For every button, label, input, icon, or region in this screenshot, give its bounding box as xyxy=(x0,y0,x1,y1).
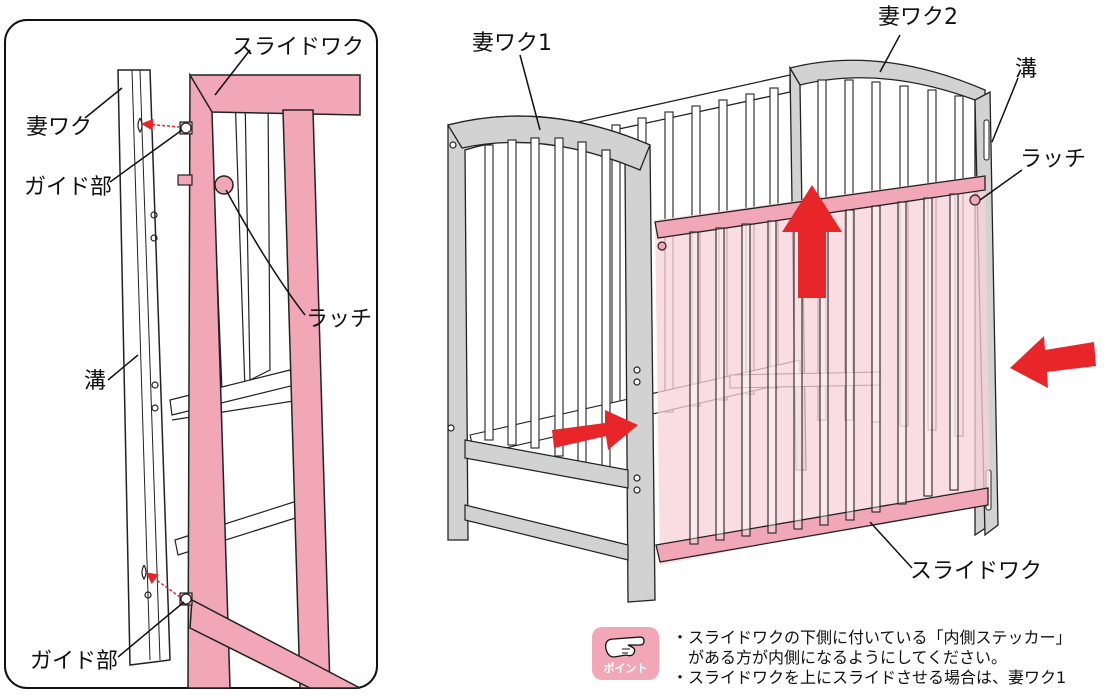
inner-slat-2 xyxy=(244,94,271,381)
detail-panel xyxy=(4,19,378,689)
latch-knob-crib xyxy=(969,194,981,206)
leader-latch-left xyxy=(225,189,306,316)
leader-groove-right xyxy=(991,77,1019,143)
pointing-hand-icon xyxy=(605,636,645,658)
slide-frame-post xyxy=(187,72,231,689)
point-badge: ポイント xyxy=(592,627,659,680)
label-guide-top: ガイド部 xyxy=(24,175,113,200)
push-arrow-right xyxy=(1010,336,1096,388)
guide-arrow-top xyxy=(141,118,181,131)
crib-illustration xyxy=(446,34,1096,603)
note-bullet2-line1: ・スライドワクを上にスライドさせる場合は、妻ワク1 xyxy=(672,668,1067,687)
groove-slot-upper xyxy=(983,119,990,161)
leader-end-frame-1 xyxy=(519,54,541,131)
leader-end-frame xyxy=(84,87,123,119)
label-slide-frame-top: スライドワク xyxy=(232,35,365,60)
label-slide-frame-bottom: スライドワク xyxy=(910,559,1043,584)
note-bullet1-line1: ・スライドワクの下側に付いている「内側ステッカー」 xyxy=(672,628,1072,647)
label-end-frame-left: 妻ワク xyxy=(26,115,93,140)
end-frame-1-bottom-rail xyxy=(464,504,629,561)
end-frame-1-slats xyxy=(484,137,611,476)
guide-pin-top xyxy=(179,121,193,135)
leader-latch-right xyxy=(979,169,1023,201)
slide-frame-bottom-rail xyxy=(189,598,361,689)
leader-slide-frame-bottom xyxy=(869,521,913,569)
label-guide-bottom: ガイド部 xyxy=(30,649,119,674)
lower-keyhole xyxy=(141,564,147,581)
slide-frame-crib xyxy=(654,175,990,565)
guide-pin-mid xyxy=(177,174,193,186)
leader-guide-top xyxy=(109,129,183,183)
push-arrow-left xyxy=(552,410,638,450)
label-groove-right: 溝 xyxy=(1015,57,1038,82)
latch-knob xyxy=(214,175,234,195)
leader-end-frame-2 xyxy=(879,34,901,73)
end-frame-2-top xyxy=(789,59,991,537)
slide-frame-detail xyxy=(187,72,361,689)
guide-arrow-bottom xyxy=(145,572,181,598)
groove-line-left xyxy=(131,69,151,661)
label-end-frame-2: 妻ワク2 xyxy=(878,5,958,30)
slide-up-arrow xyxy=(782,185,842,298)
label-latch-right: ラッチ xyxy=(1020,147,1087,172)
slide-frame-slats xyxy=(689,193,959,545)
groove-line-right xyxy=(139,69,161,661)
leader-groove-left xyxy=(107,354,139,381)
note-bullet1-line2: がある方が内側になるようにしてください。 xyxy=(672,648,1008,667)
label-latch-left: ラッチ xyxy=(306,307,373,332)
label-end-frame-1: 妻ワク1 xyxy=(472,31,552,56)
label-groove-left: 溝 xyxy=(84,369,107,394)
leader-guide-bottom xyxy=(117,601,185,658)
end-frame-post xyxy=(117,69,171,666)
end-frame-1-rail xyxy=(464,439,629,489)
leader-slide-frame xyxy=(214,49,251,96)
point-badge-label: ポイント xyxy=(603,662,648,675)
